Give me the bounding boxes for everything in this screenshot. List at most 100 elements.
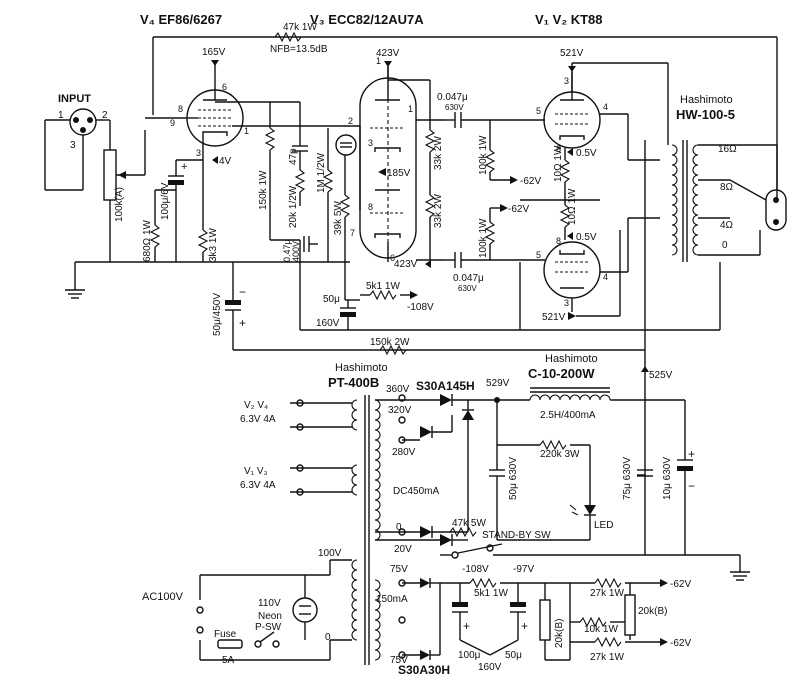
svg-text:8: 8 (178, 104, 183, 114)
ch-spec-label: 2.5H/400mA (540, 410, 596, 421)
r27k-b-label: 27k 1W (590, 652, 624, 663)
pin2-label: 2 (102, 110, 108, 121)
grid-leak-b-label: 100k 1W (478, 218, 489, 258)
r5k1b-label: 5k1 1W (474, 588, 508, 599)
grid-leak-a (484, 120, 518, 184)
svg-text:5: 5 (536, 250, 541, 260)
zero-b-label: 0 (325, 632, 331, 643)
svg-text:4: 4 (603, 102, 608, 112)
input-connector (44, 108, 111, 191)
b521b-label: 521V (542, 312, 566, 323)
hashimoto-pt-label: Hashimoto (335, 362, 388, 374)
r10a-label: 10Ω 1W (553, 145, 564, 182)
b423b-label: 423V (394, 259, 418, 270)
rectifier-diodes (420, 394, 530, 546)
svg-text:5: 5 (536, 106, 541, 116)
c047u-cap (270, 236, 318, 330)
r680-label: 680Ω 1W (142, 220, 153, 263)
r10k-label: 10k 1W (584, 624, 618, 635)
c75u630-cap (637, 469, 653, 477)
r27k-a-label: 27k 1W (590, 588, 624, 599)
r5k1b-resistor (469, 577, 570, 589)
cap630a-label: 630V (445, 103, 464, 112)
svg-text:1: 1 (408, 104, 413, 114)
v100-label: 100V (318, 548, 342, 559)
v160b-label: 160V (478, 662, 502, 673)
r5k1-resistor (360, 289, 418, 301)
svg-text:1: 1 (244, 126, 249, 136)
grid-leak-b (484, 204, 508, 260)
pin1-label: 1 (58, 110, 64, 121)
r220k-resistor (497, 439, 591, 505)
v160-label: 160V (316, 318, 340, 329)
c400v-label: 400V (291, 241, 301, 262)
v360-label: 360V (386, 384, 410, 395)
led-label: LED (594, 520, 613, 531)
b165-arrow (211, 60, 219, 66)
r33k-a-label: 33k 2W (433, 136, 444, 170)
c10u630-label: 10μ 630V (662, 457, 673, 500)
v4-4v-arrow (212, 156, 218, 164)
m108-label: -108V (407, 302, 434, 313)
svg-text:1: 1 (376, 56, 381, 66)
ot-model-label: HW-100-5 (676, 107, 735, 122)
neon-a-label: 110V (258, 598, 281, 609)
v4-tube-label: V₄ EF86/6267 (140, 12, 222, 27)
tap0-label: 0 (722, 240, 728, 251)
m62b-label: -62V (508, 204, 529, 215)
v2-kt88-tube (543, 217, 660, 312)
svg-text:6: 6 (222, 82, 227, 92)
v4-ef86-tube (185, 80, 255, 160)
cathode-cap-100u (168, 159, 203, 262)
c10u630-cap (677, 459, 693, 555)
r1m-resistor (322, 169, 334, 262)
tap4-label: 4Ω (720, 220, 734, 231)
psw-label: P-SW (255, 622, 282, 633)
svg-text:+: + (463, 619, 470, 633)
zero-label: 0 (396, 522, 402, 533)
c047u-label: 0.47μ (282, 239, 292, 262)
c50u630-label: 50μ 630V (508, 457, 519, 500)
c47p-label: 47p (288, 148, 299, 165)
r150k-resistor (264, 127, 276, 240)
r20k-resistor (294, 169, 306, 206)
r10k-resistor (570, 616, 625, 628)
b423-label: 423V (376, 48, 400, 59)
ground-symbol-left (65, 289, 85, 299)
standby-switch[interactable] (451, 543, 503, 559)
b423-arrow (384, 61, 392, 67)
r150k2w-resistor (379, 344, 407, 356)
r39k-resistor (339, 155, 351, 300)
power-switch[interactable] (254, 631, 280, 648)
h63b-label: 6.3V 4A (240, 480, 276, 491)
nfb-resistor (274, 31, 302, 43)
r33k-a-resistor (388, 79, 436, 175)
m108b-label: -108V (462, 564, 489, 575)
tap8-label: 8Ω (720, 182, 734, 193)
grid-leak-a-label: 100k 1W (478, 135, 489, 175)
c50u-label: 50μ (323, 294, 340, 305)
power-transformer (351, 395, 381, 665)
bias-pot-b (624, 583, 636, 640)
c100u-label: 100μ/6V (160, 182, 171, 220)
c50b-label: 50μ (505, 650, 522, 661)
r33k-b-resistor (424, 175, 436, 260)
i150-label: 150mA (376, 594, 408, 605)
c47p-cap (292, 128, 308, 170)
led-icon (569, 504, 596, 540)
r33k-b-label: 33k 2W (433, 194, 444, 228)
ch-model-label: C-10-200W (528, 366, 595, 381)
mains-plug (196, 606, 204, 634)
r3k3-label: 3k3 1W (208, 228, 219, 262)
c50u-cap-v3 (340, 300, 356, 330)
r47k5w-label: 47k 5W (452, 518, 486, 529)
r10b-label: 10Ω 1W (567, 188, 578, 225)
r220k-label: 220k 3W (540, 449, 580, 460)
input-label: INPUT (58, 93, 91, 105)
m62c-label: -62V (670, 579, 691, 590)
b165-label: 165V (202, 47, 226, 58)
v1v3-label: V₁ V₃ (244, 466, 268, 477)
r5k1-label: 5k1 1W (366, 281, 400, 292)
